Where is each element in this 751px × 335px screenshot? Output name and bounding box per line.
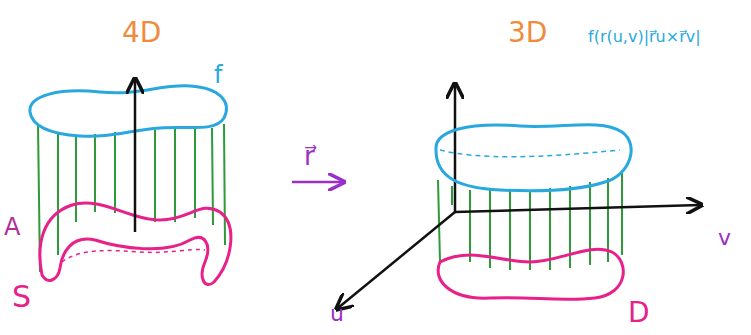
vertical-axis-left xyxy=(134,80,137,232)
dimension-label: 3D xyxy=(508,18,547,49)
integrand-formula: f(r(u,v)|r⃗u×r⃗v| xyxy=(588,28,701,46)
graph-f-right-hidden xyxy=(440,150,620,157)
map-arrow xyxy=(292,181,342,184)
axis-label: u xyxy=(330,302,344,326)
domain-d xyxy=(438,249,623,299)
vertical-axis-right xyxy=(454,85,457,212)
map-label: r⃗ xyxy=(304,142,315,171)
function-label: f xyxy=(214,62,222,88)
graph-f-right xyxy=(436,125,631,191)
surface-label: S xyxy=(12,280,31,313)
graph-f-left xyxy=(30,86,227,137)
area-label: A xyxy=(4,214,20,240)
u-axis xyxy=(338,212,455,308)
surface-s-hidden xyxy=(62,250,205,262)
domain-label: D xyxy=(628,298,650,329)
axis-label: v xyxy=(718,226,731,250)
dimension-label: 4D xyxy=(122,18,161,49)
v-axis xyxy=(455,205,700,212)
